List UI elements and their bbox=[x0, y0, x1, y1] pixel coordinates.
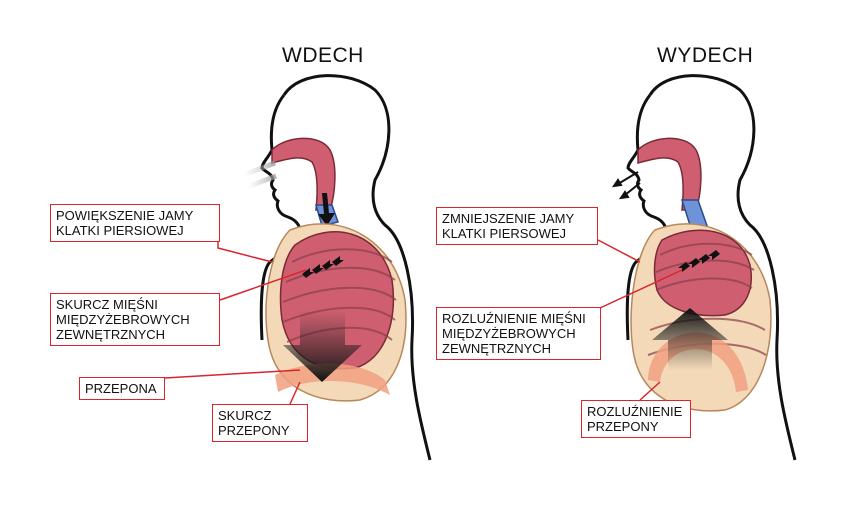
inhale-air-streak bbox=[246, 173, 277, 190]
label-diaphragm-relaxation: ROZLUŹNIENIE PRZEPONY bbox=[581, 400, 691, 438]
inhale-diaphragm-arrow bbox=[283, 310, 362, 382]
label-external-intercostal-contraction: SKURCZ MIĘŚNI MIĘDZYŻEBROWYCH ZEWNĘTRZNY… bbox=[50, 293, 220, 346]
exhale-figure bbox=[611, 74, 797, 461]
exhale-lungs bbox=[653, 229, 752, 317]
label-chest-expansion: POWIĘKSZENIE JAMY KLATKI PIERSIOWEJ bbox=[50, 204, 220, 242]
inhale-air-flow-arrow bbox=[318, 193, 335, 226]
exhale-air-arrows bbox=[611, 171, 641, 200]
exhale-connectors bbox=[597, 239, 683, 401]
exhale-title: WYDECH bbox=[657, 44, 754, 67]
inhale-muscle-arrows bbox=[302, 256, 344, 278]
label-diaphragm-contraction: SKURCZ PRZEPONY bbox=[212, 404, 308, 442]
inhale-body-outline bbox=[282, 74, 432, 461]
exhale-body-outline bbox=[648, 74, 797, 461]
label-diaphragm: PRZEPONA bbox=[79, 377, 165, 400]
inhale-figure bbox=[242, 74, 432, 461]
label-chest-reduction: ZMNIEJSZENIE JAMY KLATKI PIERSOWEJ bbox=[436, 207, 598, 245]
inhale-air-streak bbox=[242, 160, 276, 178]
exhale-diaphragm-arrow bbox=[652, 308, 728, 370]
inhale-title: WDECH bbox=[282, 44, 364, 67]
exhale-muscle-arrows bbox=[678, 250, 720, 272]
inhale-diaphragm bbox=[275, 363, 390, 395]
inhale-rib-lines bbox=[282, 248, 397, 343]
label-external-intercostal-relaxation: ROZLUŹNIENIE MIĘŚNI MIĘDZYŻEBROWYCH ZEWN… bbox=[436, 307, 601, 360]
